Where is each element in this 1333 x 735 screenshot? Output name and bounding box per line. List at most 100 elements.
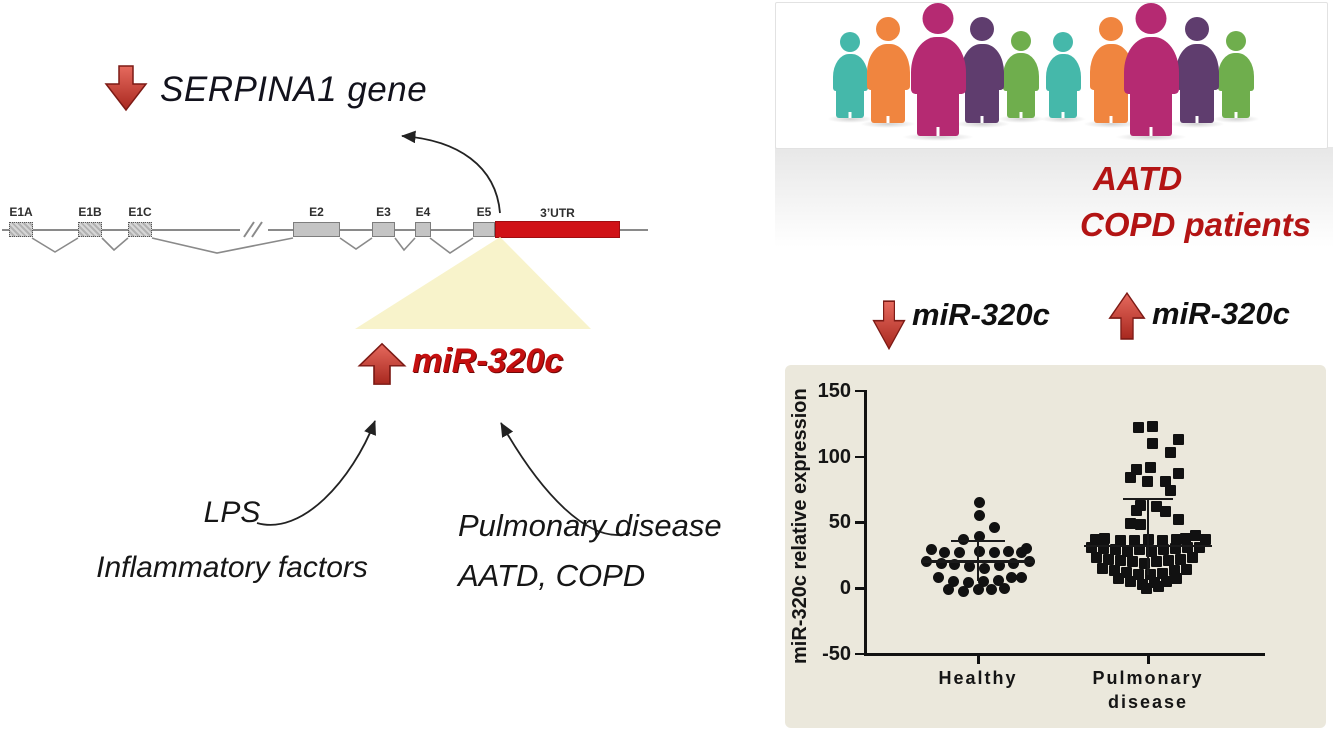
data-point-square — [1199, 533, 1211, 545]
data-point-square — [1144, 569, 1156, 581]
data-point-square — [1145, 545, 1157, 557]
data-point-square — [1090, 552, 1102, 564]
y-tick-label: 150 — [817, 379, 851, 402]
x-tick-mark — [977, 656, 980, 664]
person-shadow — [1169, 120, 1225, 128]
data-point-square — [1098, 532, 1110, 544]
exon-label: E3 — [376, 205, 391, 219]
y-tick-label: 100 — [817, 445, 851, 468]
person-torso — [1218, 53, 1254, 91]
data-point-circle — [973, 531, 985, 543]
x-category-label: Pulmonary — [1092, 668, 1204, 688]
y-tick-mark — [855, 652, 864, 656]
person-shadow — [902, 133, 974, 141]
exon-box-E1C: E1C — [128, 205, 152, 237]
exon-label: E2 — [309, 205, 324, 219]
patients-label: AATD COPD patients — [1080, 156, 1311, 248]
person-head — [840, 32, 860, 52]
mir320c-up-arrow-right-icon — [1108, 291, 1146, 341]
person-shadow — [954, 120, 1010, 128]
person-legs — [1221, 87, 1251, 118]
data-point-square — [1102, 553, 1114, 565]
mir320c-up-arrow-icon — [357, 342, 407, 386]
data-point-square — [1152, 581, 1164, 593]
people-panel — [775, 2, 1328, 149]
data-point-circle — [953, 546, 965, 558]
data-point-square — [1114, 535, 1126, 547]
data-point-square — [1128, 535, 1140, 547]
y-tick-mark — [855, 455, 864, 458]
person-shadow — [1040, 115, 1086, 123]
person-leg-gap — [886, 115, 890, 123]
data-point-circle — [963, 561, 975, 573]
exon-box-E5: E5 — [473, 205, 495, 237]
data-point-square — [1168, 565, 1180, 577]
data-point-square — [1150, 556, 1162, 568]
x-category-label: Healthy — [938, 668, 1018, 688]
data-point-square — [1169, 543, 1181, 555]
data-point-square — [1172, 514, 1184, 526]
data-point-square — [1170, 533, 1182, 545]
person-legs — [836, 87, 864, 118]
data-point-square — [1132, 422, 1144, 434]
person-icon-purple — [954, 17, 1010, 128]
person-leg-gap — [980, 115, 984, 123]
exon-box-E2: E2 — [293, 205, 340, 237]
mir320c-label: miR-320c — [412, 342, 564, 380]
patients-line-copd: COPD patients — [1080, 206, 1312, 243]
up-arrow-glyph — [1108, 291, 1146, 340]
down-arrow-glyph — [104, 65, 148, 112]
data-point-square — [1132, 569, 1144, 581]
data-point-square — [1144, 461, 1156, 473]
exon-box-E1A: E1A — [9, 205, 33, 237]
data-point-square — [1089, 533, 1101, 545]
person-legs — [1006, 87, 1036, 118]
y-tick-mark — [855, 587, 864, 590]
person-leg-gap — [848, 112, 852, 118]
aatd-copd-line: AATD, COPD — [458, 558, 646, 593]
person-shadow — [1115, 133, 1187, 141]
error-bar-cap — [951, 539, 1005, 543]
data-point-square — [1124, 518, 1136, 530]
data-point-square — [1124, 575, 1136, 587]
data-point-circle — [973, 497, 985, 509]
data-point-circle — [938, 546, 950, 558]
patients-line-aatd: AATD — [1093, 160, 1183, 197]
exon-label: E1C — [128, 205, 152, 219]
panel-shadow-fade — [775, 147, 1333, 247]
exon-label: E5 — [476, 205, 492, 219]
data-point-square — [1146, 437, 1158, 449]
exon-box-E1B: E1B — [78, 205, 102, 237]
person-legs — [1129, 89, 1173, 136]
person-legs — [1049, 87, 1077, 118]
data-point-circle — [925, 544, 937, 556]
mean-line — [922, 560, 1034, 563]
person-icon-green — [1212, 31, 1260, 123]
person-head — [1053, 32, 1073, 52]
person-head — [1011, 31, 1031, 51]
exon-label: E4 — [415, 205, 431, 219]
data-point-square — [1164, 447, 1176, 459]
person-shadow — [1083, 120, 1139, 128]
data-point-square — [1120, 566, 1132, 578]
data-point-square — [1134, 519, 1146, 531]
person-torso — [866, 44, 910, 90]
data-point-square — [1174, 553, 1186, 565]
person-legs — [871, 85, 905, 123]
person-icon-teal — [1040, 32, 1086, 123]
data-point-square — [1146, 420, 1158, 432]
data-point-circle — [977, 575, 989, 587]
pulmonary-text-block: Pulmonary disease AATD, COPD — [458, 508, 722, 594]
exon-label: 3’UTR — [540, 206, 575, 220]
person-torso — [1045, 53, 1081, 91]
person-torso — [1003, 53, 1039, 91]
person-head — [1226, 31, 1246, 51]
data-point-circle — [998, 582, 1010, 594]
person-torso — [1123, 36, 1179, 95]
data-point-circle — [978, 562, 990, 574]
data-point-square — [1130, 464, 1142, 476]
person-icon-green — [997, 31, 1045, 123]
data-point-circle — [1015, 546, 1027, 558]
